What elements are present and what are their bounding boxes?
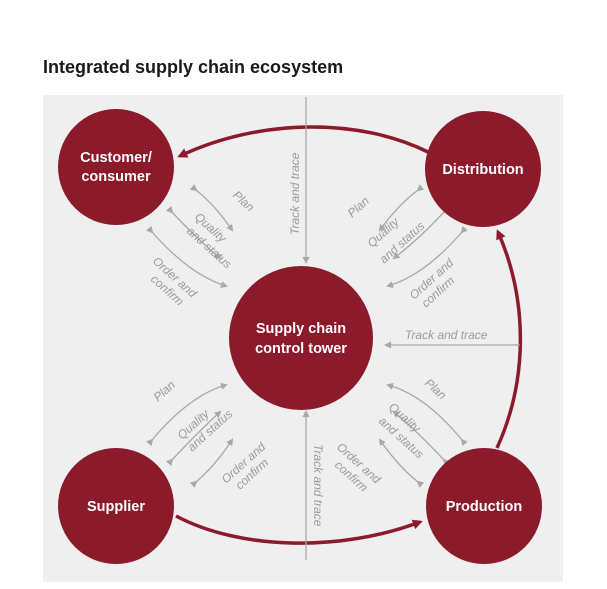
arrow-production-to-distribution <box>495 229 523 449</box>
node-customer <box>58 109 174 225</box>
track-label-top: Track and trace <box>288 152 302 235</box>
node-control-tower <box>229 266 373 410</box>
arrow-distribution-to-customer <box>177 125 429 158</box>
diagram-title: Integrated supply chain ecosystem <box>43 57 344 77</box>
customer-label-line1: Customer/ <box>80 150 152 166</box>
center-label-line2: control tower <box>255 341 347 357</box>
flow-arrows-production <box>378 382 468 488</box>
plan-label-tl: Plan <box>230 188 257 215</box>
node-distribution <box>425 111 541 227</box>
plan-label-br: Plan <box>422 376 449 403</box>
track-label-bottom: Track and trace <box>311 444 325 527</box>
flow-arrows-supplier <box>146 382 234 488</box>
customer-label-line2: consumer <box>81 169 151 185</box>
center-label-line1: Supply chain <box>256 321 346 337</box>
flow-arrows-customer <box>146 184 234 288</box>
node-supplier <box>58 448 174 564</box>
flow-arrows-distribution <box>378 184 468 288</box>
track-label-right: Track and trace <box>405 328 488 342</box>
node-production <box>426 448 542 564</box>
plan-label-bl: Plan <box>151 378 178 405</box>
plan-label-tr: Plan <box>345 194 372 221</box>
arrow-supplier-to-production <box>175 514 423 545</box>
supplier-label: Supplier <box>87 499 145 515</box>
distribution-label: Distribution <box>442 162 523 178</box>
production-label: Production <box>446 499 523 515</box>
